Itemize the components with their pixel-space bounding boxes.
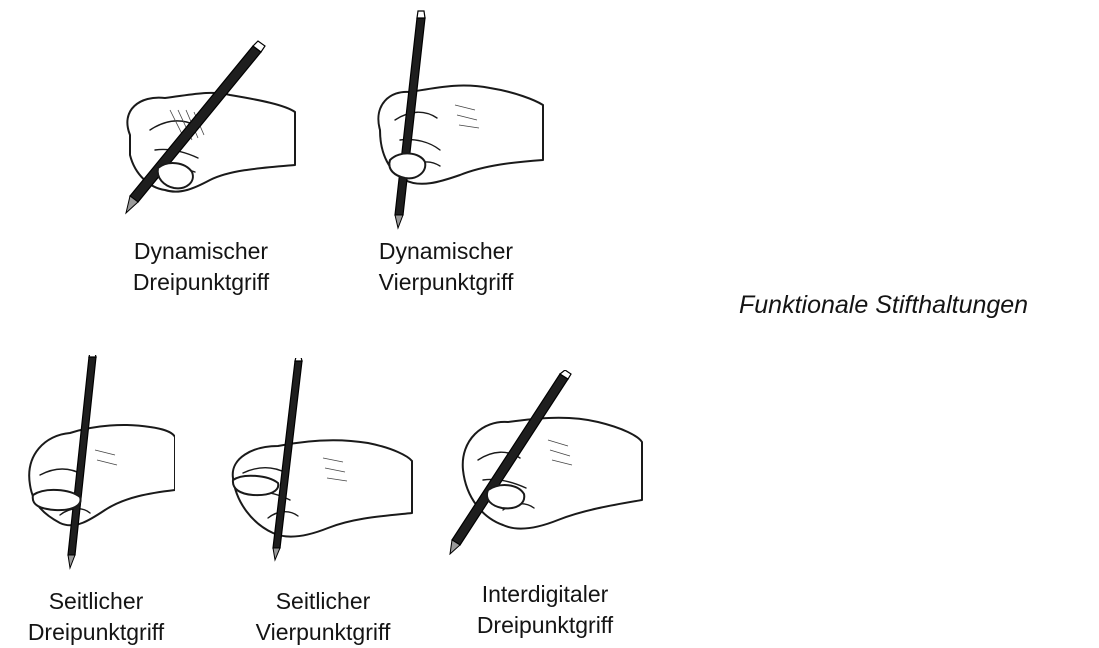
figure-title: Funktionale Stifthaltungen [739, 291, 1028, 320]
caption-line-2: Dreipunktgriff [447, 610, 643, 641]
caption-line-1: Interdigitaler [447, 579, 643, 610]
grip-illustration-dynamic-quadrupod [365, 10, 545, 230]
caption-line-1: Seitlicher [225, 586, 421, 617]
caption-interdigital-tripod: Interdigitaler Dreipunktgriff [447, 579, 643, 641]
caption-line-1: Dynamischer [108, 236, 294, 267]
caption-line-2: Dreipunktgriff [3, 617, 189, 648]
grip-illustration-interdigital-tripod [448, 370, 643, 555]
caption-dynamic-quadrupod: Dynamischer Vierpunktgriff [348, 236, 544, 298]
caption-lateral-tripod: Seitlicher Dreipunktgriff [3, 586, 189, 648]
grip-illustration-lateral-quadrupod [228, 358, 413, 563]
caption-line-2: Vierpunktgriff [225, 617, 421, 648]
caption-line-1: Seitlicher [3, 586, 189, 617]
caption-lateral-quadrupod: Seitlicher Vierpunktgriff [225, 586, 421, 648]
caption-line-2: Vierpunktgriff [348, 267, 544, 298]
caption-dynamic-tripod: Dynamischer Dreipunktgriff [108, 236, 294, 298]
caption-line-2: Dreipunktgriff [108, 267, 294, 298]
caption-line-1: Dynamischer [348, 236, 544, 267]
grip-illustration-dynamic-tripod [110, 40, 300, 220]
grip-illustration-lateral-tripod [25, 355, 175, 570]
